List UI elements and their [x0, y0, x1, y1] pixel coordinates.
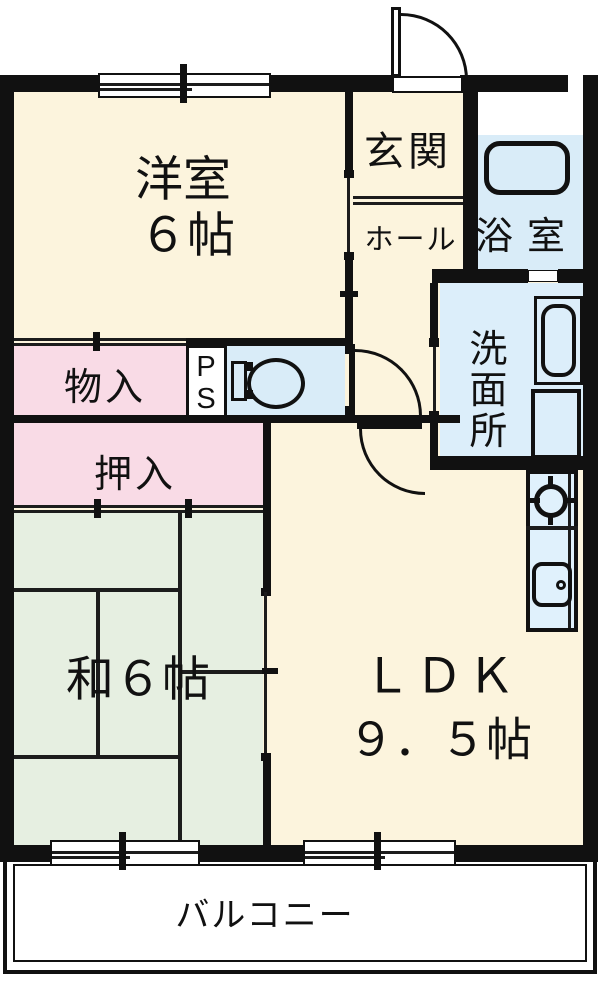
- label-ldk: ＬＤＫ: [362, 650, 520, 704]
- pipe-space-box: [186, 345, 227, 420]
- kitchen-counter-divider: [526, 526, 578, 530]
- window-rail: [100, 88, 192, 91]
- label-closet: 押入: [93, 454, 177, 497]
- washbasin-icon: [534, 296, 583, 385]
- sliding-door-cap: [429, 338, 439, 347]
- window-tick: [180, 64, 187, 103]
- wall-washroom-left: [430, 283, 438, 343]
- label-entrance: 玄関: [364, 130, 452, 174]
- toilet-icon: [244, 362, 253, 371]
- room-japanese: [14, 513, 263, 845]
- wall-bottom: [452, 845, 598, 862]
- label-balcony: バルコニー: [175, 896, 355, 935]
- wall-bottom: [196, 845, 303, 862]
- sliding-door-cap: [344, 252, 354, 260]
- sliding-door-storage: [14, 338, 186, 341]
- label-hall: ホール: [364, 224, 458, 257]
- room-bathroom-entry-strip: [478, 92, 583, 135]
- entry-door-leaf: [391, 7, 401, 77]
- room-storage: [14, 346, 186, 418]
- wall-left: [0, 75, 14, 862]
- entrance-step-line: [353, 196, 463, 199]
- ldk-door-leaf: [357, 423, 422, 429]
- fusuma-japanese-ldk: [264, 592, 267, 757]
- label-pipe-space: P S: [196, 351, 216, 415]
- wall-hall-bathroom: [463, 92, 478, 272]
- label-japanese-room: 和６帖: [65, 653, 211, 707]
- label-washroom: 洗面所: [462, 328, 505, 452]
- wall-closet-right: [263, 415, 271, 512]
- room-closet: [14, 423, 263, 505]
- sliding-door-washroom: [433, 347, 436, 413]
- wall-top: [460, 75, 568, 92]
- balcony-area: [3, 852, 597, 974]
- window-rail: [305, 856, 385, 859]
- wall-westernroom-hall: [345, 92, 353, 175]
- wall-bathroom-washroom: [432, 269, 528, 283]
- tatami-line: [14, 755, 180, 759]
- stove-icon: [548, 476, 553, 488]
- wall-japanese-right: [263, 757, 271, 845]
- sliding-door-storage: [14, 343, 186, 346]
- tatami-line: [14, 588, 180, 592]
- tatami-line: [182, 670, 263, 674]
- entrance-step-line: [353, 202, 463, 205]
- washing-machine-pan-icon: [531, 389, 581, 459]
- toilet-door-leaf: [349, 349, 355, 413]
- toilet-icon: [231, 361, 247, 401]
- wall-washroom-left: [430, 418, 438, 470]
- wall-storage-top: [186, 338, 353, 346]
- fusuma-closet: [14, 505, 263, 508]
- washbasin-icon: [541, 304, 576, 377]
- window-tick: [119, 832, 126, 870]
- tatami-line: [178, 513, 182, 845]
- wall-westernroom-hall: [345, 258, 353, 347]
- window-tick: [374, 832, 381, 870]
- wall-right: [583, 75, 598, 862]
- label-ldk-size: ９．５帖: [348, 713, 532, 766]
- wall-bathroom-washroom: [558, 269, 583, 283]
- label-bathroom: 浴室: [474, 216, 580, 259]
- stove-icon: [564, 498, 576, 503]
- tatami-line: [96, 592, 100, 757]
- bathtub-icon: [484, 141, 570, 195]
- bathroom-door: [528, 270, 558, 282]
- sliding-door-westernroom: [347, 175, 350, 258]
- wall-washroom-bottom: [432, 456, 583, 470]
- wall-corridor-ldk: [14, 415, 460, 423]
- wall-bottom: [0, 845, 50, 862]
- sliding-door-tick: [93, 332, 100, 351]
- label-western-room-size: ６帖: [138, 209, 236, 263]
- wall-top: [267, 75, 395, 92]
- stove-icon: [528, 498, 540, 503]
- toilet-door-jamb: [345, 406, 355, 418]
- label-storage: 物入: [63, 367, 147, 410]
- window-rail: [52, 856, 130, 859]
- toilet-icon: [247, 358, 305, 409]
- entry-door-arc: [401, 13, 468, 80]
- fusuma-tick: [185, 499, 192, 518]
- fusuma-tick: [262, 668, 278, 674]
- label-western-room: 洋室: [134, 153, 232, 207]
- fusuma-tick: [94, 499, 101, 518]
- room-washroom: [440, 283, 583, 460]
- balcony-inner-line: [13, 864, 587, 962]
- stove-icon: [548, 513, 553, 525]
- wall-japanese-right: [263, 512, 271, 592]
- kitchen-sink-icon: [556, 580, 566, 590]
- sliding-door-cap: [344, 170, 354, 178]
- wall-joint-tick: [340, 291, 358, 297]
- kitchen-counter-edge: [568, 474, 571, 628]
- kitchen-sink-icon: [532, 562, 572, 607]
- toilet-icon: [244, 390, 253, 399]
- fusuma-closet: [14, 510, 263, 513]
- wall-top: [0, 75, 98, 92]
